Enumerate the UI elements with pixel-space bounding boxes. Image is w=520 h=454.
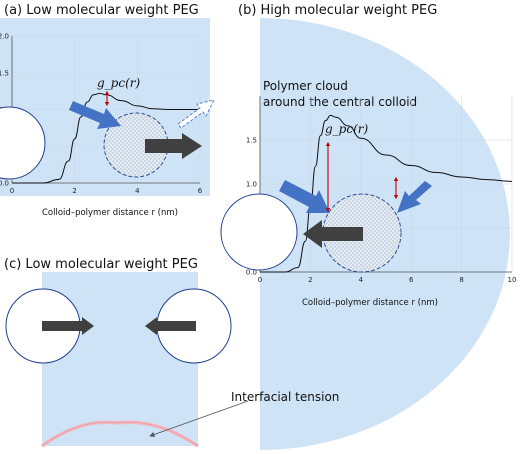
dark-arrow-c-left (145, 317, 196, 335)
x-tick-label: 6 (198, 187, 203, 195)
y-tick-label: 1.5 (0, 69, 9, 77)
gpc-label-a: g_pc(r) (97, 76, 141, 90)
x-tick-label: 0 (10, 187, 14, 195)
y-tick-label: 1.5 (246, 137, 257, 145)
x-tick-label: 2 (308, 276, 312, 284)
panel-a: (a) Low molecular weight PEG 0.00.51.01.… (0, 3, 215, 218)
y-tick-label: 0.0 (246, 269, 257, 277)
gpc-label-b: g_pc(r) (325, 122, 369, 136)
interfacial-pointer (149, 400, 249, 438)
panel-c-title: (c) Low molecular weight PEG (4, 257, 198, 272)
x-tick-label: 8 (459, 276, 463, 284)
dark-arrow-a (145, 133, 202, 159)
blue-arrow-b-left (279, 180, 330, 213)
central-colloid-b (220, 193, 298, 271)
panel-b-title: (b) High molecular weight PEG (238, 3, 437, 18)
x-tick-label: 10 (508, 276, 517, 284)
xlabel-a: Colloid–polymer distance r (nm) (42, 208, 178, 218)
xlabel-b: Colloid–polymer distance r (nm) (302, 298, 438, 308)
x-tick-label: 2 (72, 187, 76, 195)
blue-arrow-a (69, 101, 121, 129)
panel-a-title: (a) Low molecular weight PEG (4, 3, 199, 18)
dark-arrow-c-right (42, 317, 94, 335)
cloud-annotation-line2: around the central colloid (263, 95, 417, 109)
interfacial-label: Interfacial tension (231, 390, 339, 404)
gpc-curve (12, 92, 200, 184)
y-tick-label: 2.0 (0, 33, 9, 41)
central-colloid-a (0, 106, 46, 180)
y-tick-label: 1.0 (246, 181, 257, 189)
dark-arrow-b (303, 220, 363, 248)
gpc-curve (260, 114, 513, 273)
blue-arrow-b-right (397, 181, 432, 213)
panel-b: (b) High molecular weight PEG Polymer cl… (220, 3, 517, 308)
cloud-annotation-line1: Polymer cloud (263, 79, 348, 93)
panel-c: (c) Low molecular weight PEG Interfacial… (4, 257, 339, 448)
x-tick-label: 4 (135, 187, 140, 195)
interface-curve-edge (41, 421, 199, 447)
dashed-arrow-a (177, 99, 215, 129)
x-tick-label: 4 (359, 276, 364, 284)
y-tick-label: 0.0 (0, 180, 9, 188)
x-tick-label: 6 (409, 276, 414, 284)
x-tick-label: 0 (258, 276, 262, 284)
